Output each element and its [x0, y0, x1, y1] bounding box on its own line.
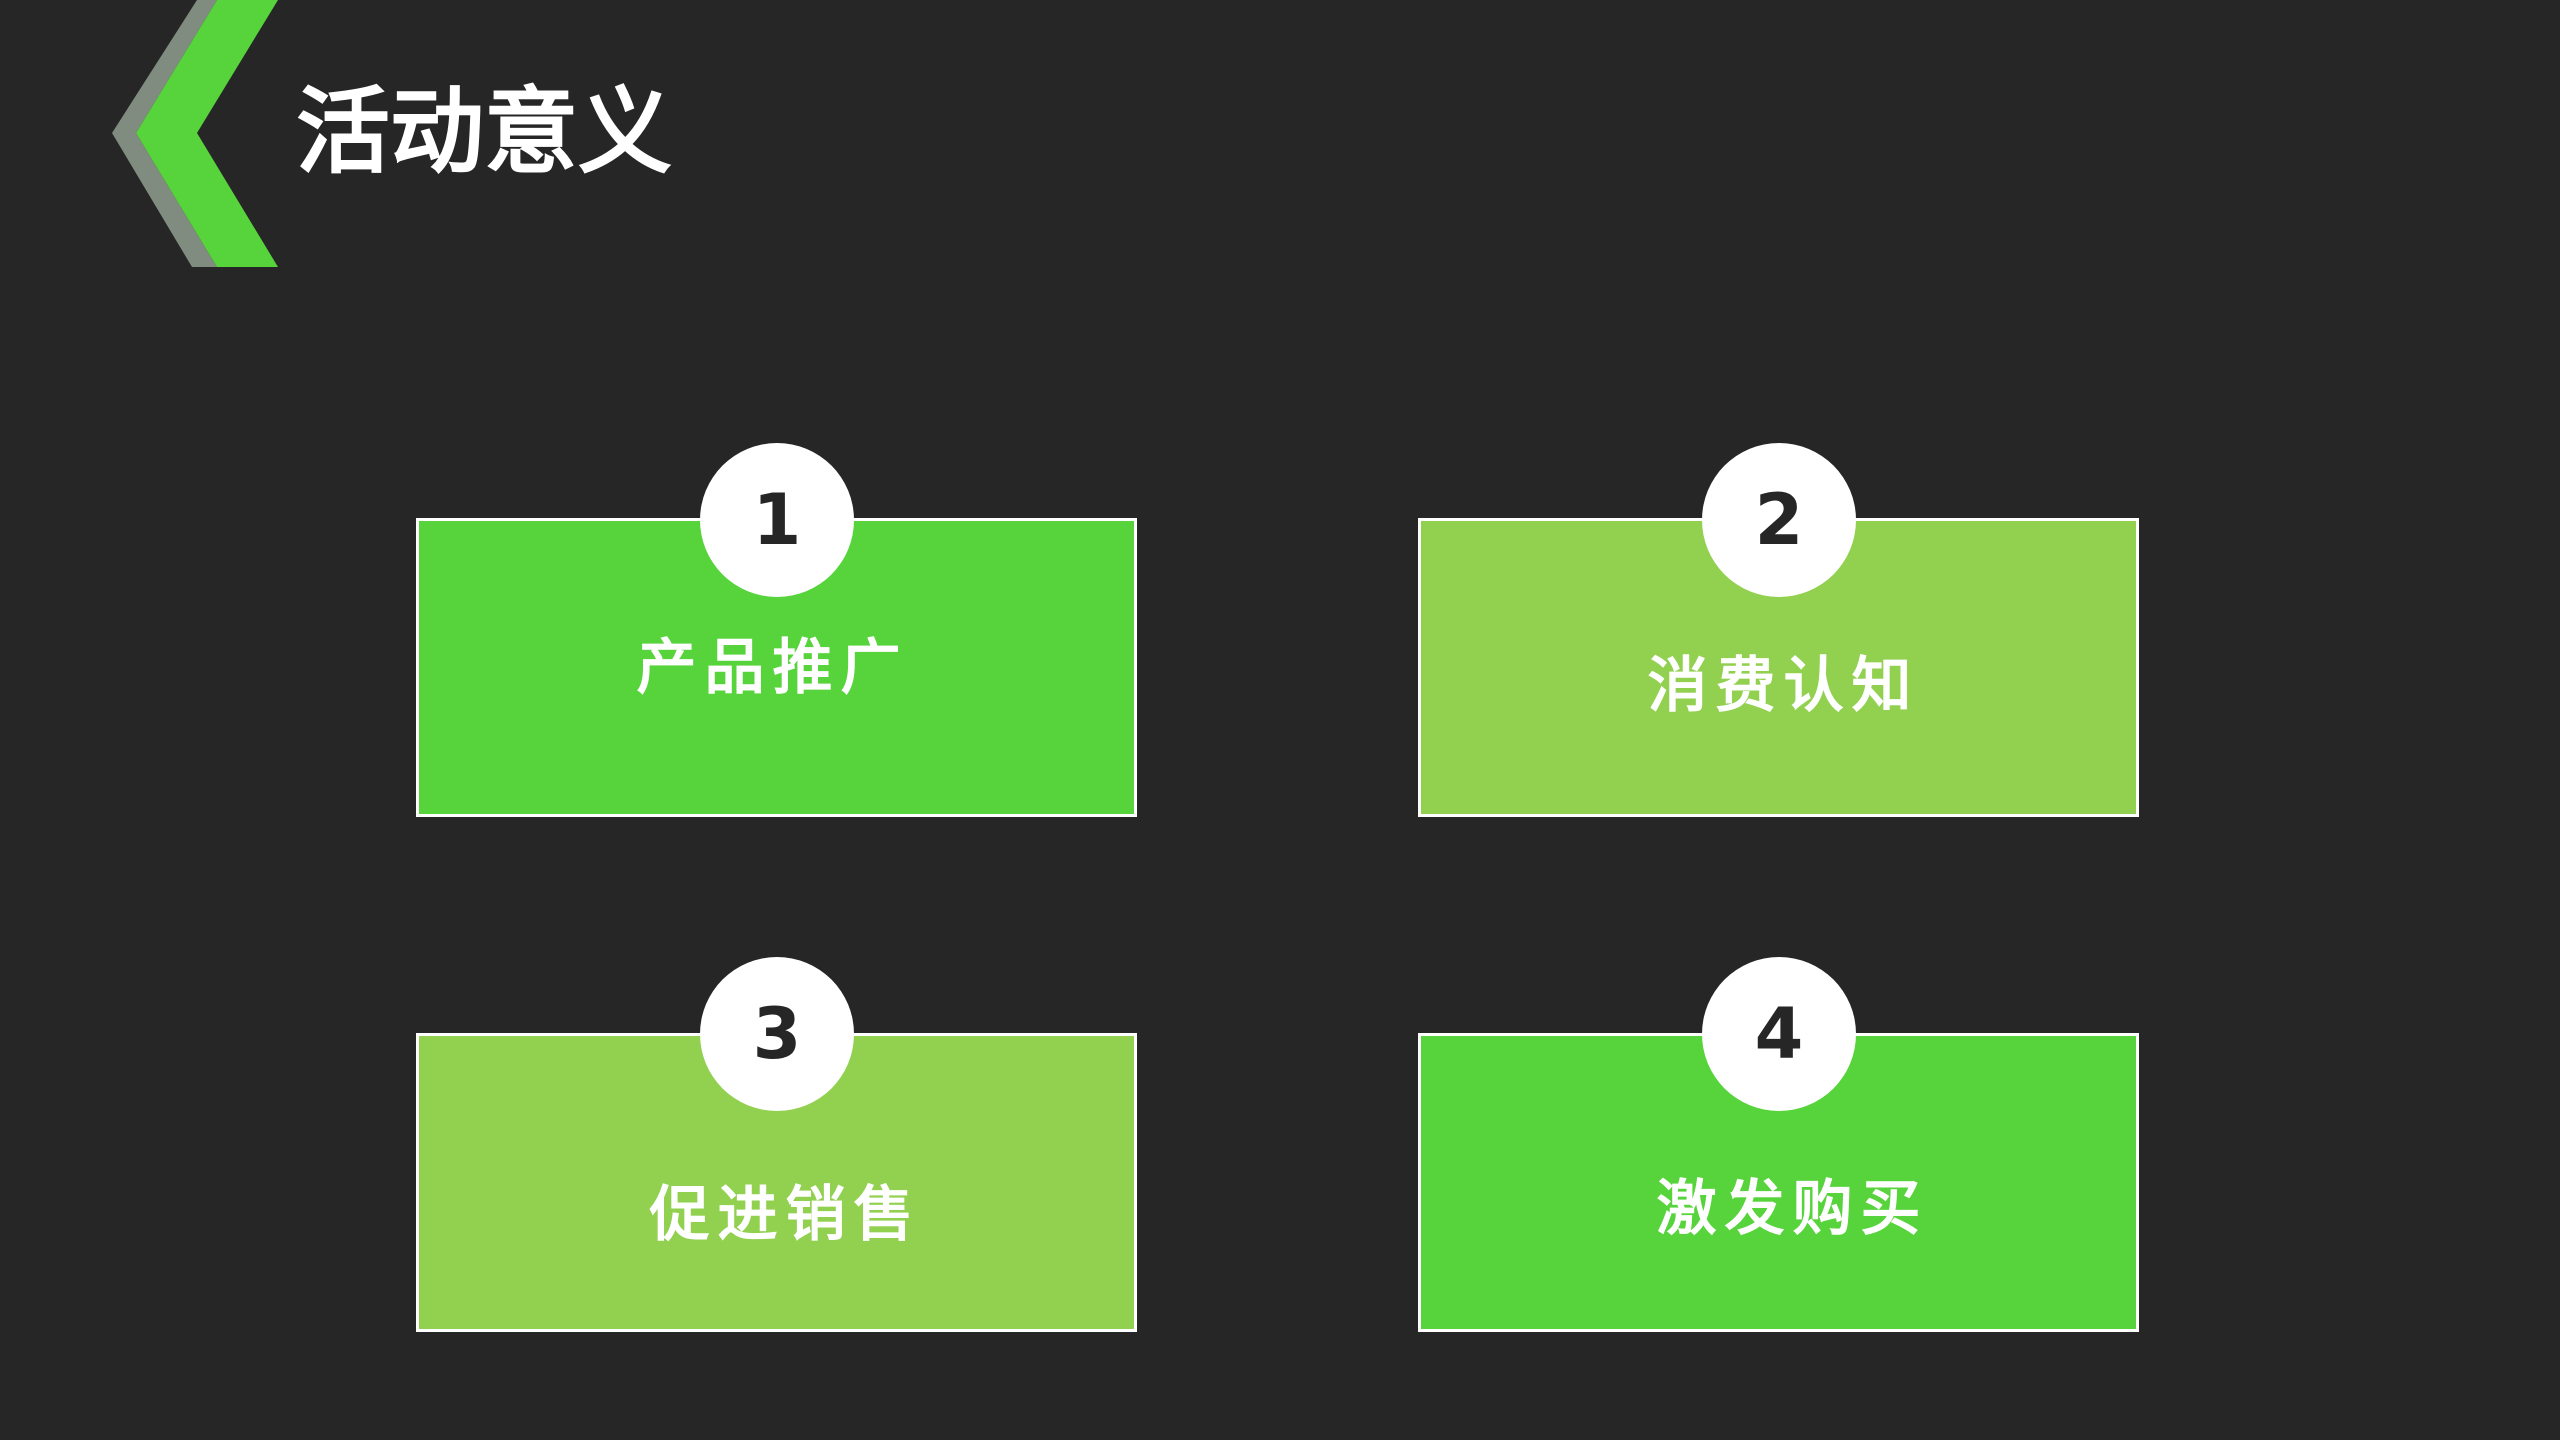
number-badge-2: 2 — [1702, 443, 1856, 597]
page-title: 活动意义 — [296, 78, 673, 187]
card-label: 促进销售 — [649, 1180, 922, 1250]
card-label: 激发购买 — [1656, 1174, 1929, 1244]
card-2: 消费认知 — [1418, 518, 2139, 817]
number-badge-4: 4 — [1702, 957, 1856, 1111]
chevron-green-band — [136, 0, 278, 267]
chevron-gray-band — [112, 0, 217, 267]
card-label: 产品推广 — [636, 633, 909, 703]
number-badge-1: 1 — [700, 443, 854, 597]
number-badge-3: 3 — [700, 957, 854, 1111]
chevron-left-icon — [112, 0, 278, 267]
card-label: 消费认知 — [1647, 651, 1920, 721]
